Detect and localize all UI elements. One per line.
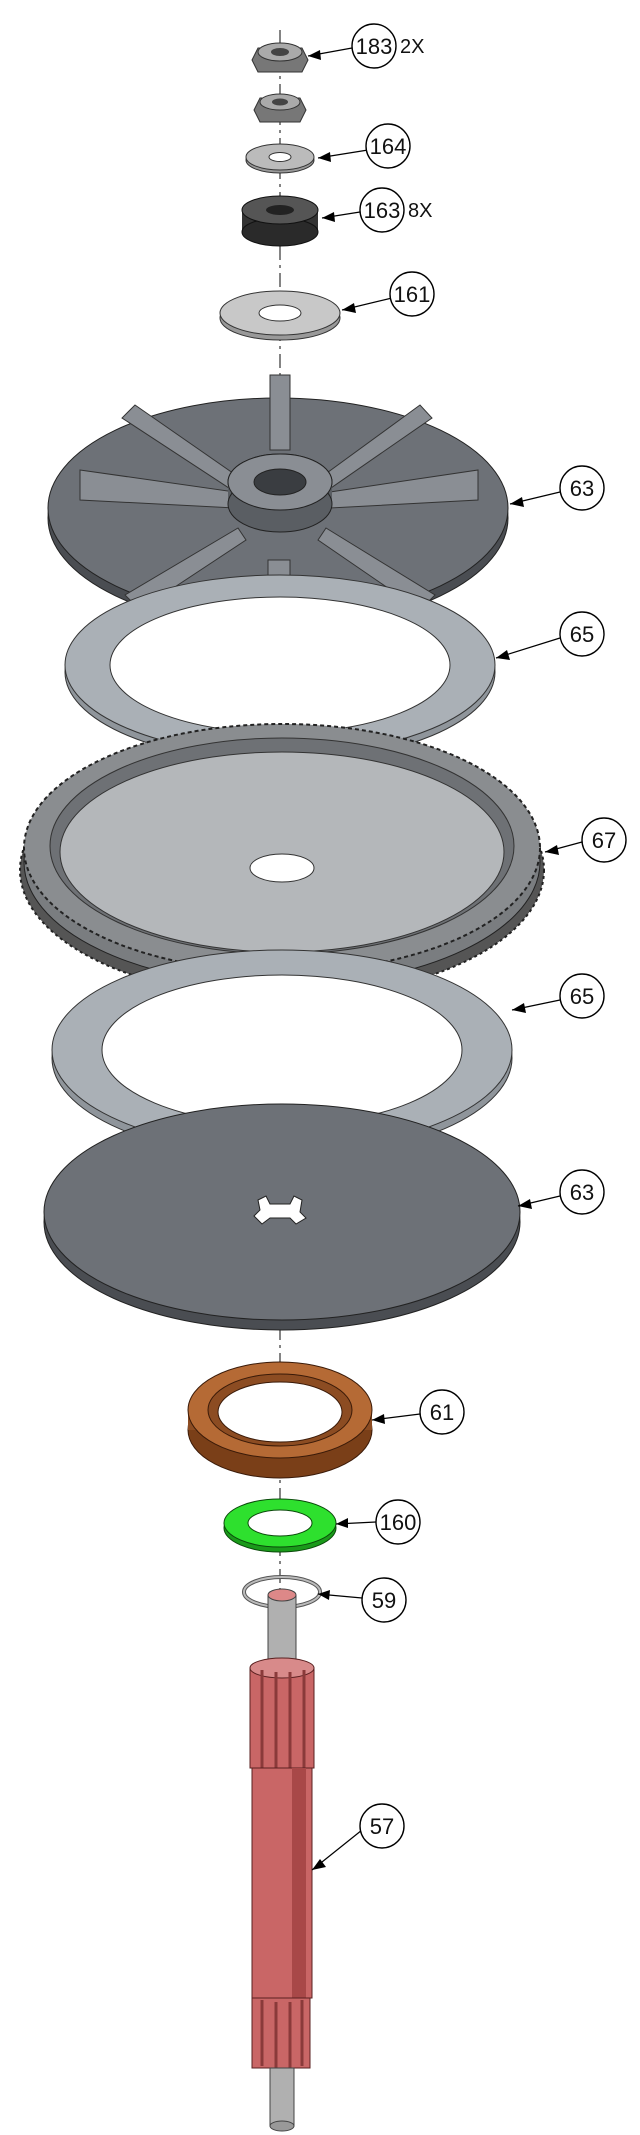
top-friction-disc-part [64,574,496,763]
callout-63-top: 63 [509,465,605,511]
callout-qty: 8X [408,200,432,222]
top-pressure-plate-part [47,374,509,629]
callout-160: 160 [335,1499,421,1545]
callout-label: 183 [356,34,393,59]
shaft-part [249,1588,315,2132]
ring-gear-part [19,723,545,999]
callout-label: 61 [430,1400,454,1425]
callout-label: 160 [380,1510,417,1535]
callouts: 183 2X 164 163 8X 161 63 [307,23,627,1871]
callout-qty: 2X [400,36,424,58]
callout-label: 65 [570,984,594,1009]
callout-label: 59 [372,1588,396,1613]
callout-label: 65 [570,622,594,647]
callout-164: 164 [317,123,411,169]
callout-161: 161 [341,271,435,317]
callout-label: 63 [570,476,594,501]
small-washer-part [245,143,315,174]
hex-nut-part [251,42,309,123]
callout-label: 161 [394,282,431,307]
callout-57: 57 [311,1803,405,1871]
spring-washer-stack-part [241,195,319,247]
callout-59: 59 [317,1577,407,1623]
thrust-washer-part [223,1498,337,1553]
callout-label: 57 [370,1814,394,1839]
bushing-part [187,1361,373,1479]
callout-65-bottom: 65 [511,973,605,1019]
callout-label: 67 [592,828,616,853]
bottom-friction-disc-part [51,949,513,1159]
callout-163: 163 8X [321,187,432,233]
callout-65-top: 65 [495,611,605,660]
bottom-pressure-plate-part [43,1103,521,1331]
callout-63-bottom: 63 [517,1169,605,1215]
large-washer-part [219,290,341,341]
callout-67: 67 [544,817,627,863]
callout-label: 163 [364,198,401,223]
callout-label: 164 [370,134,407,159]
callout-label: 63 [570,1180,594,1205]
callout-61: 61 [371,1389,465,1435]
callout-183: 183 2X [307,23,424,69]
